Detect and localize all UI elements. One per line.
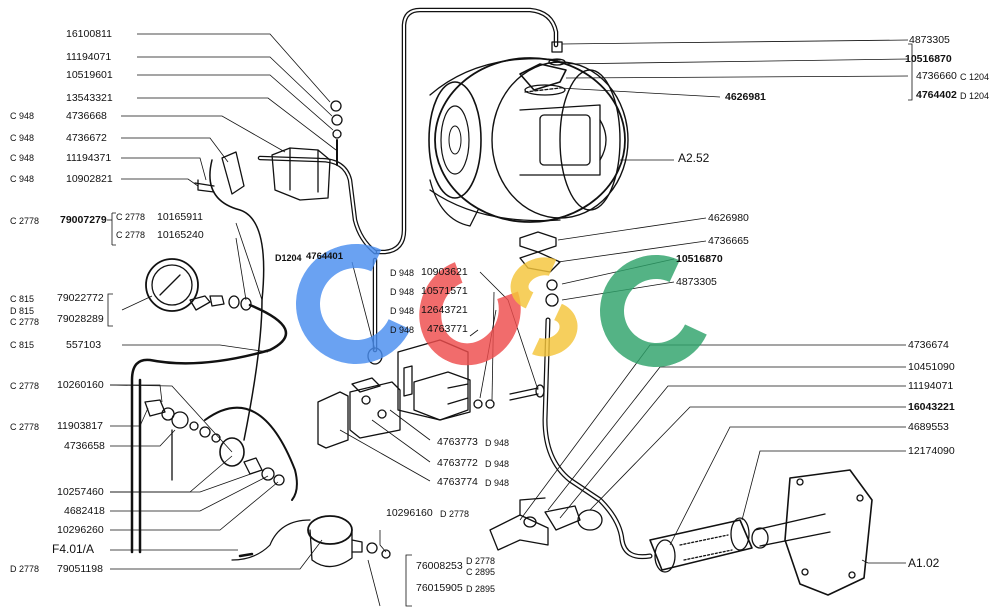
part-number-4626980: 4626980 — [708, 212, 749, 224]
part-number-4736674: 4736674 — [908, 339, 949, 351]
part-number-10903621: 10903621 — [421, 266, 468, 278]
part-number-12174090: 12174090 — [908, 445, 955, 457]
part-number-4873305-lower: 4873305 — [676, 276, 717, 288]
part-number-79028289: 79028289 — [57, 313, 104, 325]
figure-ref-a252: A2.52 — [678, 151, 710, 165]
condition-d948: D 948 — [390, 325, 415, 335]
watermark-letter-c1 — [279, 227, 433, 381]
condition-d948: D 948 — [485, 478, 510, 488]
part-number-4764401: 4764401 — [306, 251, 343, 262]
part-number-4736672: 4736672 — [66, 132, 107, 144]
part-number-4689553: 4689553 — [908, 421, 949, 433]
part-number-4736665: 4736665 — [708, 235, 749, 247]
part-number-4763774: 4763774 — [437, 476, 478, 488]
part-number-10296160: 10296160 — [386, 507, 433, 519]
condition-d2895: D 2895 — [466, 584, 496, 594]
condition-c948: C 948 — [10, 133, 35, 143]
part-number-10571571: 10571571 — [421, 285, 468, 297]
part-number-10902821: 10902821 — [66, 173, 113, 185]
condition-c2778: C 2778 — [10, 216, 40, 226]
turbocharger — [428, 57, 629, 227]
part-number-4764402: 4764402 — [916, 89, 957, 101]
condition-d948: D 948 — [390, 268, 415, 278]
part-number-10519601: 10519601 — [66, 69, 113, 81]
part-number-4873305-top: 4873305 — [909, 34, 950, 46]
part-number-16100811: 16100811 — [66, 28, 112, 40]
watermark-letter-s — [502, 248, 586, 365]
part-number-10451090: 10451090 — [908, 361, 955, 373]
part-number-4626981: 4626981 — [725, 91, 766, 103]
condition-c2895: C 2895 — [466, 567, 496, 577]
figure-ref-f401a: F4.01/A — [52, 542, 95, 556]
condition-c815: C 815 — [10, 340, 35, 350]
part-number-4763772: 4763772 — [437, 457, 478, 469]
condition-d948: D 948 — [390, 306, 415, 316]
part-number-13543321: 13543321 — [66, 92, 113, 104]
condition-c1204: C 1204 — [960, 72, 990, 82]
condition-d815: D 815 — [10, 306, 35, 316]
part-number-16043221: 16043221 — [908, 401, 955, 413]
part-number-4736658: 4736658 — [64, 440, 105, 452]
part-number-79007279: 79007279 — [60, 214, 107, 226]
condition-d948: D 948 — [390, 287, 415, 297]
part-number-10296260: 10296260 — [57, 524, 104, 536]
part-number-12643721: 12643721 — [421, 304, 468, 316]
part-number-4763773: 4763773 — [437, 436, 478, 448]
part-number-79051198: 79051198 — [57, 563, 103, 575]
condition-d1204: D1204 — [275, 253, 302, 263]
part-number-10257460: 10257460 — [57, 486, 104, 498]
condition-c948: C 948 — [10, 153, 35, 163]
condition-c2778: C 2778 — [10, 381, 40, 391]
part-number-11903817: 11903817 — [57, 420, 103, 432]
condition-c948: C 948 — [10, 174, 35, 184]
part-number-10260160: 10260160 — [57, 379, 104, 391]
part-number-10165911: 10165911 — [157, 211, 203, 223]
part-number-76015905: 76015905 — [416, 582, 463, 594]
part-number-11194071-left: 11194071 — [66, 51, 112, 63]
part-number-557103: 557103 — [66, 339, 102, 351]
condition-d1204: D 1204 — [960, 91, 990, 101]
condition-c2778: C 2778 — [10, 422, 40, 432]
part-number-4763771: 4763771 — [427, 323, 468, 335]
condition-d948: D 948 — [485, 438, 510, 448]
part-number-11194071-right: 11194071 — [908, 380, 954, 392]
part-number-79022772: 79022772 — [57, 292, 104, 304]
part-number-4736668: 4736668 — [66, 110, 107, 122]
condition-d2778: D 2778 — [466, 556, 496, 566]
condition-d948: D 948 — [485, 459, 510, 469]
condition-c815: C 815 — [10, 294, 35, 304]
part-number-4736660: 4736660 — [916, 70, 957, 82]
condition-c2778: C 2778 — [116, 230, 146, 240]
part-number-11194371: 11194371 — [66, 152, 112, 164]
part-number-10516870-lower: 10516870 — [676, 253, 723, 265]
condition-d2778: D 2778 — [440, 509, 470, 519]
condition-c2778: C 2778 — [116, 212, 146, 222]
condition-c948: C 948 — [10, 111, 35, 121]
condition-d2778: D 2778 — [10, 564, 40, 574]
figure-ref-a102: A1.02 — [908, 556, 940, 570]
part-number-4682418: 4682418 — [64, 505, 105, 517]
part-number-76008253: 76008253 — [416, 560, 463, 572]
part-number-10165240: 10165240 — [157, 229, 204, 241]
condition-c2778: C 2778 — [10, 317, 40, 327]
part-number-10516870-top: 10516870 — [905, 53, 952, 65]
